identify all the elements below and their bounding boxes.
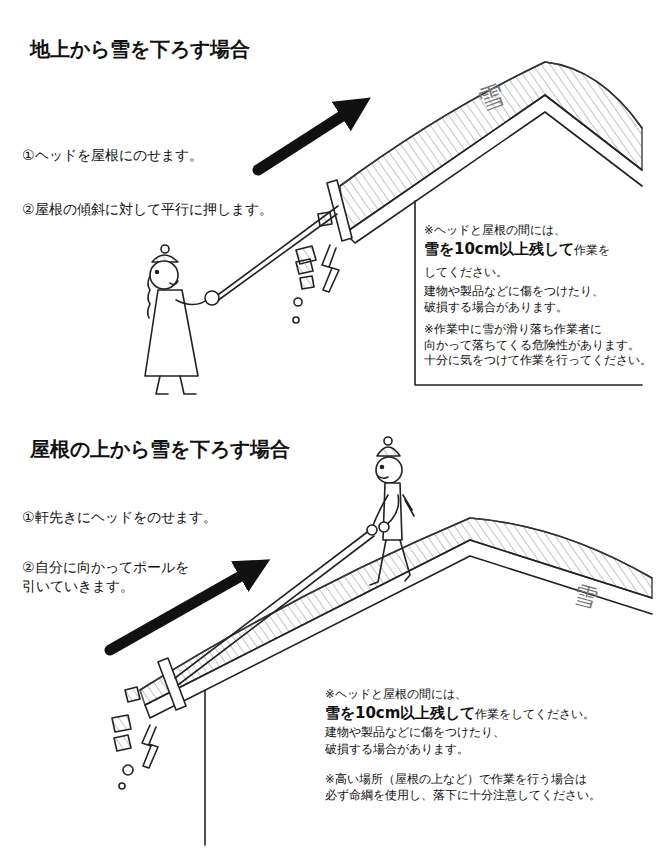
snow-label: 雪 [570, 577, 602, 614]
section-heading: 地上から雪を下ろす場合 [30, 36, 250, 63]
caution-emphasis: 雪を10cm以上残して [325, 704, 475, 722]
section-heading: 屋根の上から雪を下ろす場合 [30, 436, 290, 463]
caution-block: ※ヘッドと屋根の間には、雪を10cm以上残して作業を してください。建物や製品な… [424, 222, 650, 315]
caution-note: ※ヘッドと屋根の間には、 [325, 686, 635, 702]
caution-emphasis: 雪を10cm以上残して [424, 240, 574, 258]
instruction-step: ②屋根の傾斜に対して平行に押します。 [22, 200, 273, 219]
caution-note: ※高い場所（屋根の上など）で作業を行う場合は 必ず命綱を使用し、落下に十分注意し… [325, 772, 635, 803]
caution-note: 建物や製品などに傷をつけたり、 破損する場合があります。 [325, 724, 635, 756]
instruction-step: ②自分に向かってポールを 引いていきます。 [22, 558, 222, 596]
instruction-step: ①軒先きにヘッドをのせます。 [22, 508, 217, 527]
caution-note: ※ヘッドと屋根の間には、 [424, 222, 650, 238]
caution-note: 建物や製品などに傷をつけたり、 破損する場合があります。 [424, 283, 650, 315]
caution-note: 作業をしてください。 [475, 707, 595, 721]
caution-note: ※作業中に雪が滑り落ち作業者に 向かって落ちてくる危険性があります。 十分に気を… [424, 322, 650, 369]
caution-block: ※ヘッドと屋根の間には、雪を10cm以上残して作業をしてください。建物や製品など… [325, 686, 635, 757]
instruction-step: ①ヘッドを屋根にのせます。 [22, 146, 203, 165]
